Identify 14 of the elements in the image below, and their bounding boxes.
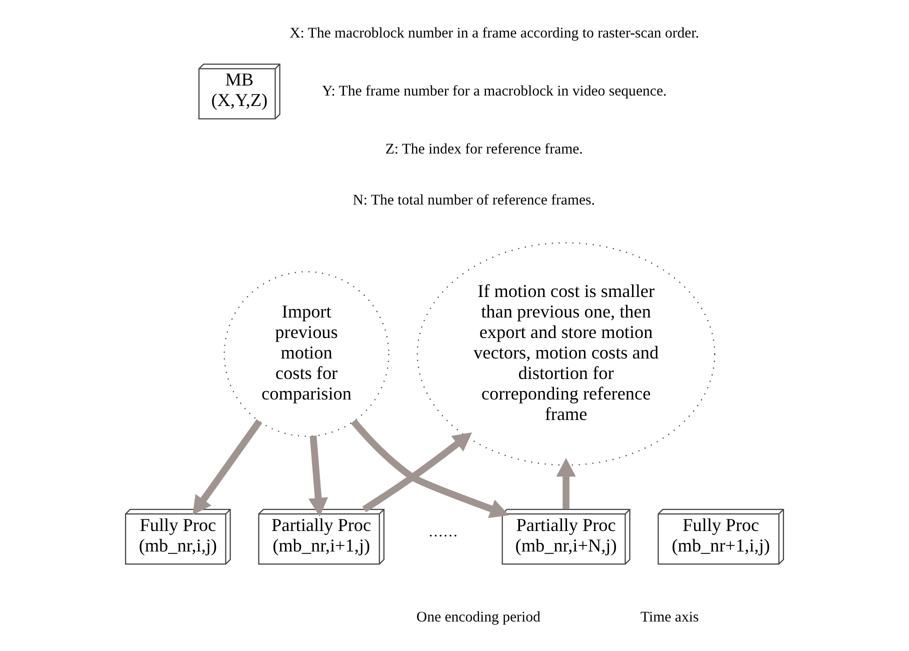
arrow xyxy=(192,419,262,515)
label: N: The total number of reference frames. xyxy=(352,192,595,209)
label: Time axis xyxy=(640,609,699,626)
node-circle: Import previous motion costs for comparision xyxy=(224,271,390,437)
arrow xyxy=(556,458,576,510)
label: X: The macroblock number in a frame according to raster-scan order. xyxy=(290,25,700,42)
arrow xyxy=(362,432,472,512)
label: Y: The frame number for a macroblock in video sequence. xyxy=(322,83,667,100)
label: ······ xyxy=(428,528,458,545)
arrow xyxy=(350,419,509,518)
label: Z: The index for reference frame. xyxy=(385,141,583,158)
label: One encoding period xyxy=(416,609,540,626)
node-ellipse: If motion cost is smaller than previous one, then export and store motion vectors, motion costs and distortion for correponding reference frame xyxy=(416,242,716,466)
arrow xyxy=(308,436,328,517)
